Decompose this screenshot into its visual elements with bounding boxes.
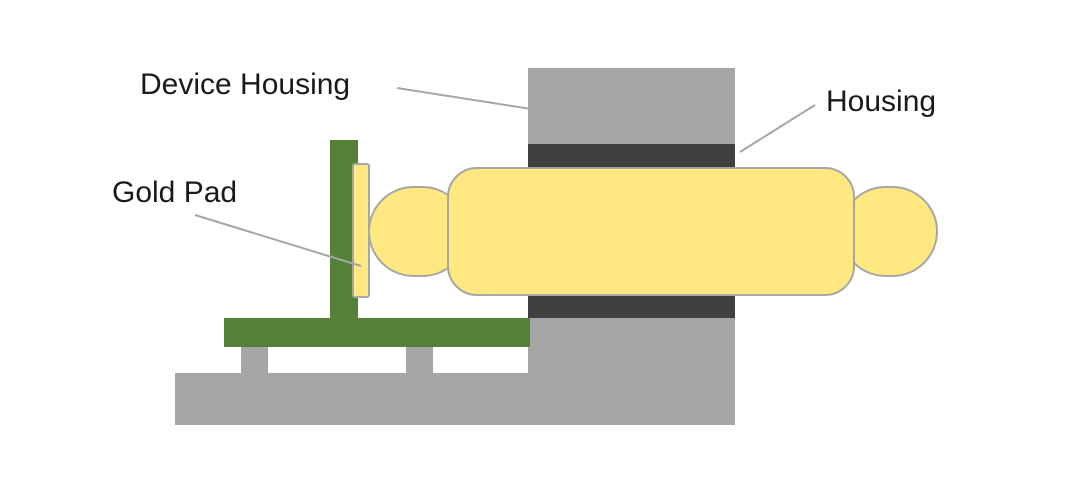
housing-seal-lower-band [528,293,735,318]
base-plate [175,373,735,425]
housing-seal-upper-band [528,144,735,169]
standoff-foot-left [241,347,268,374]
device-housing-upper-block [528,68,735,144]
connector-body [447,167,855,296]
label-gold-pad: Gold Pad [112,176,238,209]
label-device-housing: Device Housing [140,68,351,101]
pcb-horizontal-bar [224,318,530,347]
label-housing: Housing [826,85,937,118]
standoff-foot-right [406,347,433,374]
leader-line-housing [739,104,816,153]
